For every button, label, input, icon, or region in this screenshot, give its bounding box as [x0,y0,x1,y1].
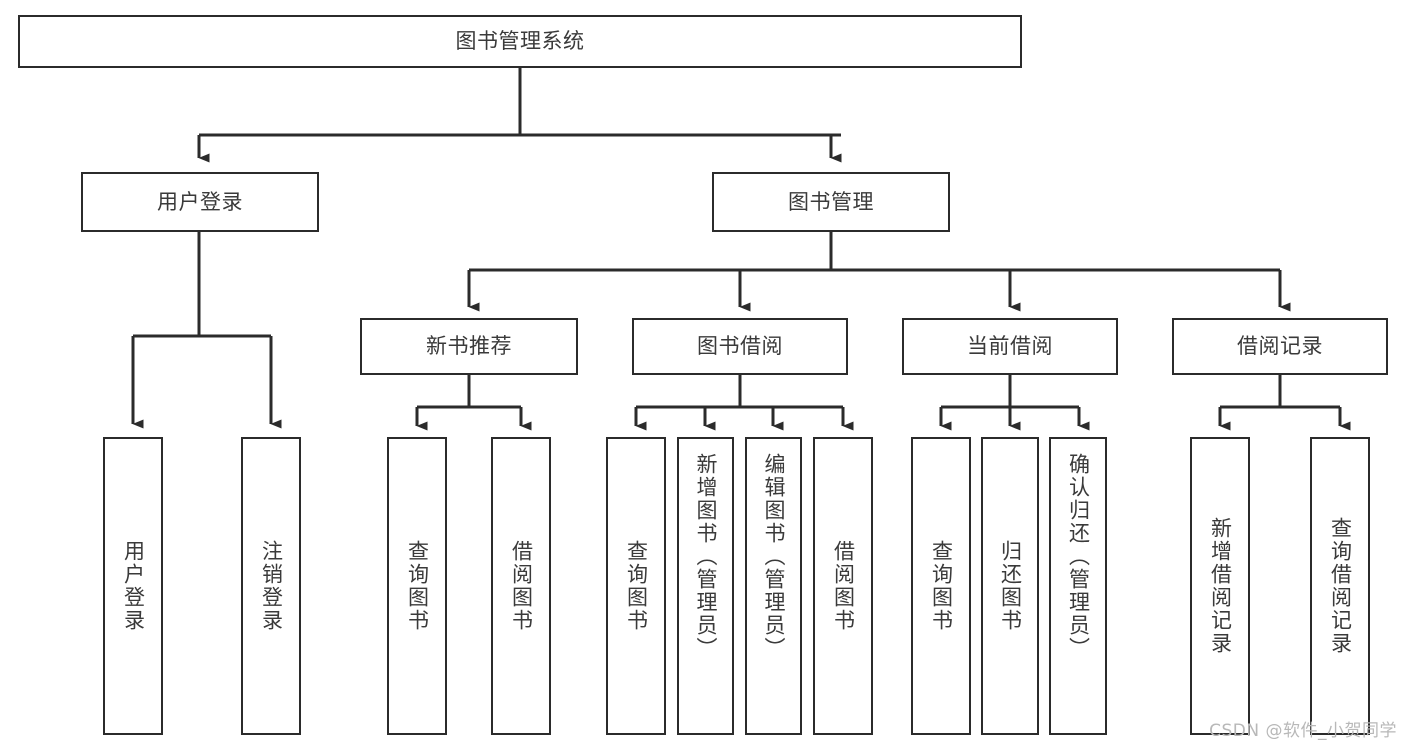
leaf-borrow-book-1[interactable]: 借阅图书 [491,437,551,735]
leaf-query-book-1-label: 查询图书 [405,540,430,632]
leaf-query-book-3[interactable]: 查询图书 [911,437,971,735]
leaf-query-record-label: 查询借阅记录 [1328,517,1353,655]
leaf-confirm-return-label: 确认归还（管理员） [1066,453,1091,660]
node-borrow-record[interactable]: 借阅记录 [1172,318,1388,375]
leaf-query-record[interactable]: 查询借阅记录 [1310,437,1370,735]
leaf-user-login-label: 用户登录 [121,540,146,632]
leaf-borrow-book-1-label: 借阅图书 [509,540,534,632]
node-book-borrow-label: 图书借阅 [697,334,783,359]
node-book-manage-label: 图书管理 [788,189,874,214]
leaf-borrow-book-2[interactable]: 借阅图书 [813,437,873,735]
leaf-add-record[interactable]: 新增借阅记录 [1190,437,1250,735]
leaf-borrow-book-2-label: 借阅图书 [831,540,856,632]
leaf-return-book-label: 归还图书 [998,540,1023,632]
leaf-query-book-3-label: 查询图书 [929,540,954,632]
leaf-logout-label: 注销登录 [259,540,284,632]
node-borrow-record-label: 借阅记录 [1237,334,1323,359]
leaf-edit-book[interactable]: 编辑图书（管理员） [745,437,802,735]
leaf-add-book[interactable]: 新增图书（管理员） [677,437,734,735]
leaf-edit-book-label: 编辑图书（管理员） [762,453,786,660]
node-book-borrow[interactable]: 图书借阅 [632,318,848,375]
node-user-login[interactable]: 用户登录 [81,172,319,232]
node-new-book-recommend[interactable]: 新书推荐 [360,318,578,375]
node-current-borrow[interactable]: 当前借阅 [902,318,1118,375]
leaf-confirm-return[interactable]: 确认归还（管理员） [1049,437,1107,735]
leaf-query-book-2[interactable]: 查询图书 [606,437,666,735]
leaf-query-book-2-label: 查询图书 [624,540,649,632]
node-root-label: 图书管理系统 [455,29,585,54]
node-user-login-label: 用户登录 [157,189,243,214]
leaf-add-record-label: 新增借阅记录 [1208,517,1233,655]
node-new-book-recommend-label: 新书推荐 [426,334,512,359]
node-current-borrow-label: 当前借阅 [967,334,1053,359]
leaf-logout[interactable]: 注销登录 [241,437,301,735]
leaf-user-login[interactable]: 用户登录 [103,437,163,735]
node-root[interactable]: 图书管理系统 [18,15,1022,68]
node-book-manage[interactable]: 图书管理 [712,172,950,232]
leaf-add-book-label: 新增图书（管理员） [694,453,718,660]
leaf-return-book[interactable]: 归还图书 [981,437,1039,735]
leaf-query-book-1[interactable]: 查询图书 [387,437,447,735]
